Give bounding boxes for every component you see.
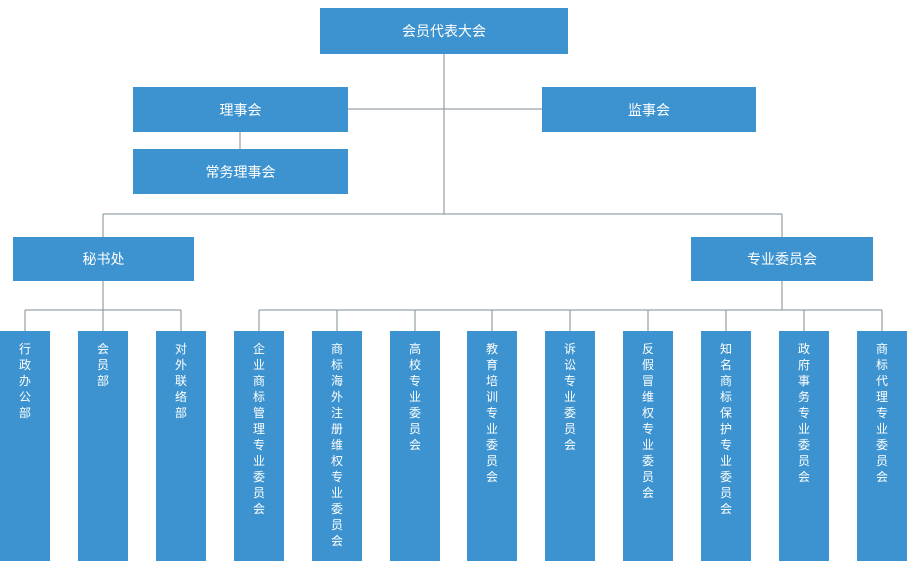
node-committee: 反假冒维权专业委员会	[623, 331, 673, 561]
node-standing-council-label: 常务理事会	[205, 164, 276, 181]
node-committee-label: 商标代理专业委员会	[875, 342, 888, 484]
node-professional-committees: 专业委员会	[691, 237, 873, 281]
node-dept-admin-office-label: 行政办公部	[18, 342, 31, 420]
node-dept-external-liaison: 对外联络部	[156, 331, 206, 561]
node-committee-label: 教育培训专业委员会	[485, 342, 498, 484]
node-committee-label: 企业商标管理专业委员会	[252, 342, 265, 516]
node-supervisory-board: 监事会	[542, 87, 756, 132]
node-committee: 商标代理专业委员会	[857, 331, 907, 561]
node-committee-label: 政府事务专业委员会	[797, 342, 810, 484]
node-secretariat-label: 秘书处	[82, 252, 125, 268]
node-committee-label: 诉讼专业委员会	[563, 342, 576, 452]
node-committee-label: 高校专业委员会	[408, 342, 421, 452]
node-committee-label: 知名商标保护专业委员会	[719, 342, 732, 516]
node-council: 理事会	[133, 87, 348, 132]
node-committee-label: 商标海外注册维权专业委员会	[330, 342, 343, 548]
node-committee-label: 反假冒维权专业委员会	[641, 342, 654, 500]
node-committee: 高校专业委员会	[390, 331, 440, 561]
node-committee: 教育培训专业委员会	[467, 331, 517, 561]
node-secretariat: 秘书处	[13, 237, 194, 281]
node-committee: 商标海外注册维权专业委员会	[312, 331, 362, 561]
node-supervisory-board-label: 监事会	[628, 102, 670, 119]
node-committee: 诉讼专业委员会	[545, 331, 595, 561]
node-professional-committees-label: 专业委员会	[747, 252, 817, 268]
node-committee: 政府事务专业委员会	[779, 331, 829, 561]
node-dept-membership-label: 会员部	[96, 342, 109, 388]
node-committee: 知名商标保护专业委员会	[701, 331, 751, 561]
node-dept-external-liaison-label: 对外联络部	[174, 342, 187, 420]
node-members-assembly: 会员代表大会	[320, 8, 568, 54]
node-committee: 企业商标管理专业委员会	[234, 331, 284, 561]
node-members-assembly-label: 会员代表大会	[402, 24, 486, 40]
node-dept-membership: 会员部	[78, 331, 128, 561]
node-council-label: 理事会	[219, 102, 262, 119]
node-dept-admin-office: 行政办公部	[0, 331, 50, 561]
node-standing-council: 常务理事会	[133, 149, 348, 194]
